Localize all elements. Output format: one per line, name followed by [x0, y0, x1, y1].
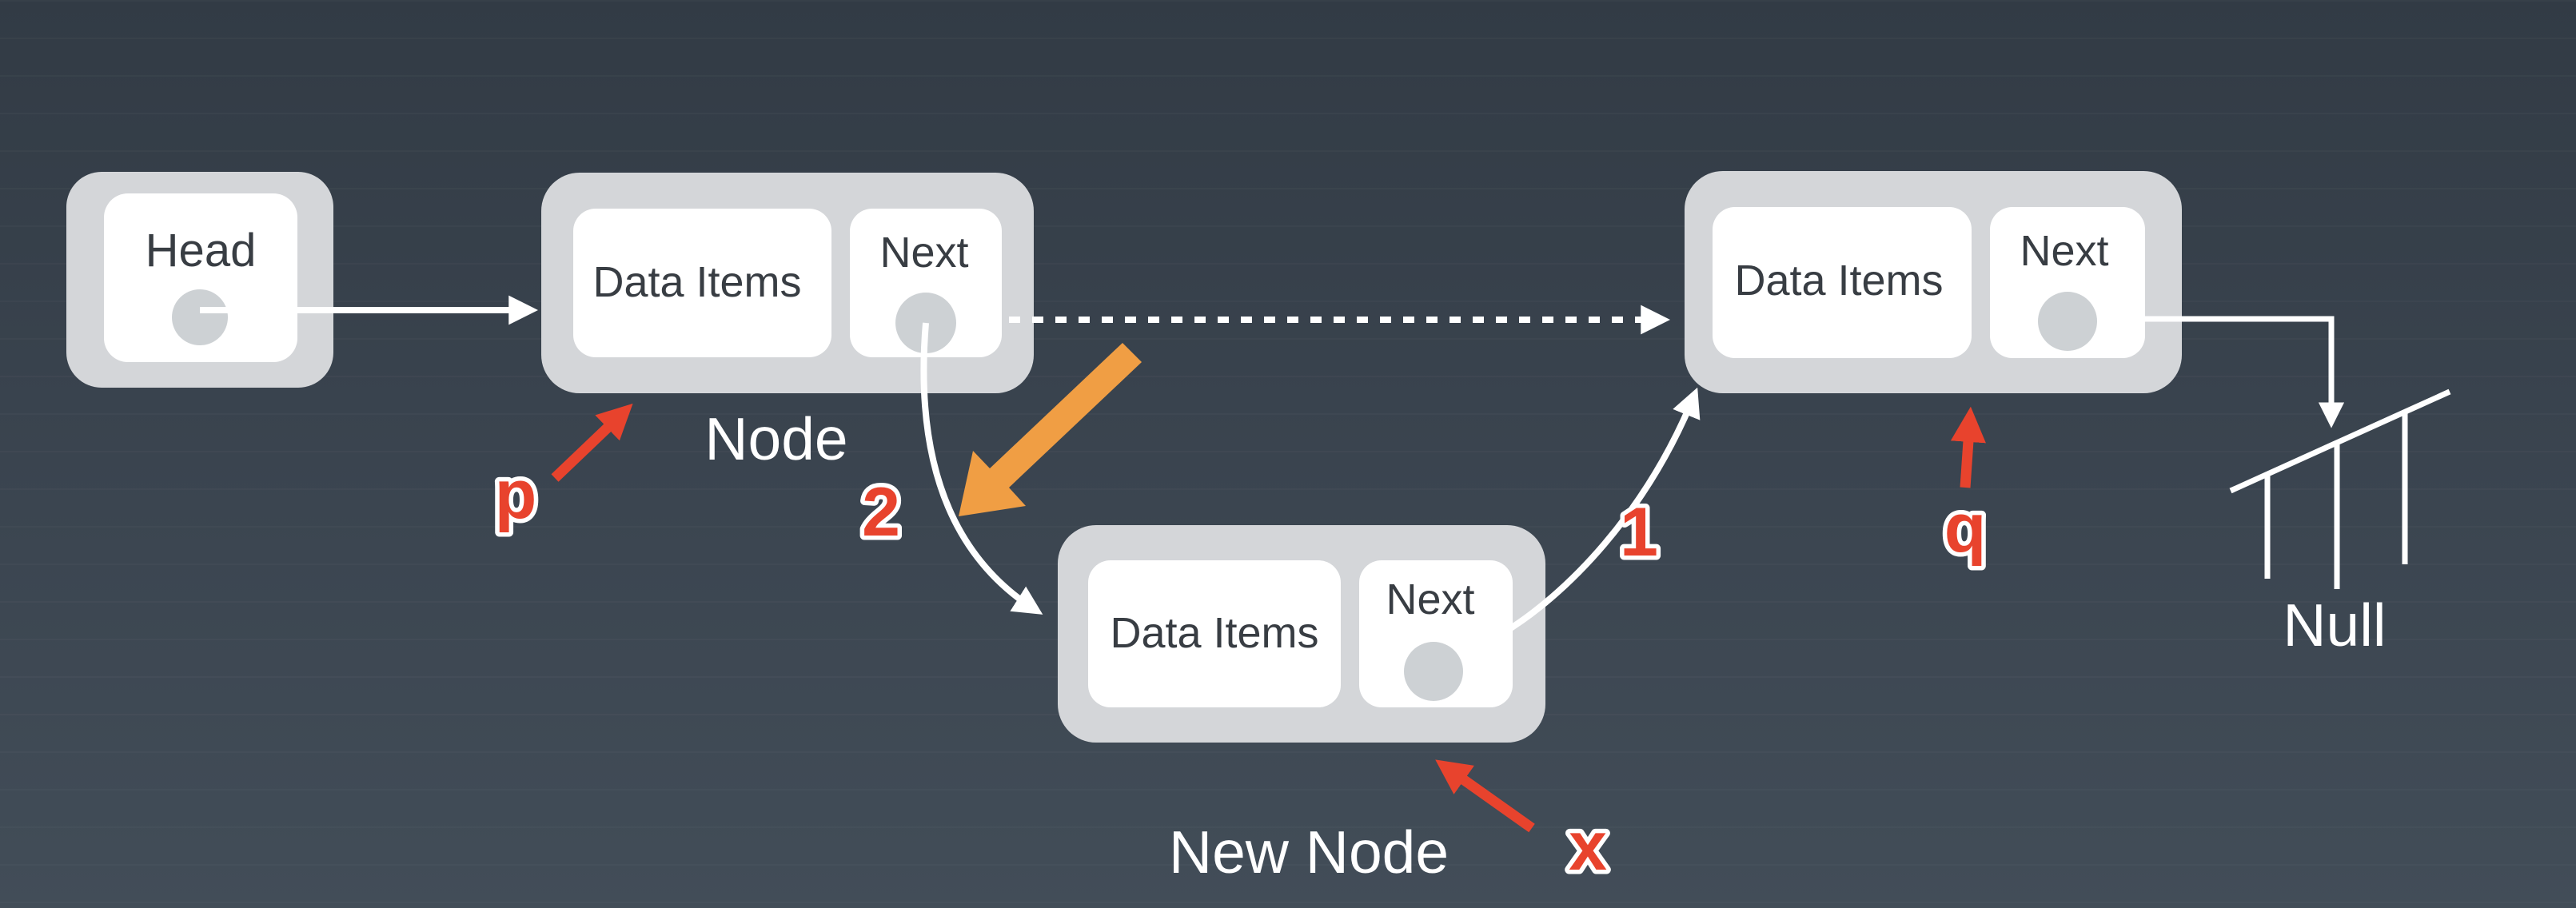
first-node-next-label: Next: [879, 229, 968, 277]
tail-node-data-field: [1713, 207, 1972, 358]
null-label: Null: [2283, 591, 2386, 659]
pointer-q-arrow: [1950, 406, 1986, 488]
step2-curve-arrow: [920, 322, 1043, 615]
head-field: [104, 193, 297, 362]
pointer-q-label: q: [1944, 490, 1987, 567]
new-node-caption: New Node: [1169, 818, 1449, 886]
new-node: Data Items Next: [1058, 525, 1545, 743]
first-node-data-field: [573, 209, 831, 357]
first-node-caption: Node: [704, 405, 847, 472]
step1-label: 1: [1620, 494, 1658, 571]
pointer-p-arrow: [551, 403, 633, 482]
new-node-pointer-dot: [1404, 642, 1463, 701]
insert-direction-orange-arrow: [959, 343, 1142, 516]
head-node: Head: [66, 172, 333, 388]
new-node-next-field: [1359, 560, 1513, 707]
pointer-x-label: x: [1569, 808, 1607, 885]
tail-node-next-field: [1990, 207, 2145, 358]
first-node-next-field: [850, 209, 1002, 357]
first-node-data-label: Data Items: [592, 258, 801, 306]
tail-node-pointer-dot: [2038, 292, 2097, 351]
new-node-data-field: [1088, 560, 1341, 707]
head-label: Head: [146, 225, 257, 277]
head-pointer-dot: [172, 289, 228, 345]
new-node-next-label: Next: [1386, 575, 1474, 623]
pointer-x-arrow: [1435, 759, 1535, 833]
pointer-p-label: p: [495, 456, 537, 533]
first-node: Data Items Next: [541, 173, 1034, 393]
step1-curve-arrow: [1497, 387, 1701, 639]
null-terminator: Null: [2229, 388, 2451, 659]
tail-node-next-label: Next: [2020, 227, 2108, 275]
tail-node-data-label: Data Items: [1734, 257, 1943, 305]
step2-label: 2: [862, 474, 900, 551]
tail-node: Data Items Next: [1685, 171, 2182, 393]
pointer-annotations: p 2 1 q x: [490, 403, 1991, 890]
null-link-arrow: [2145, 316, 2345, 428]
new-node-data-label: Data Items: [1110, 609, 1318, 657]
